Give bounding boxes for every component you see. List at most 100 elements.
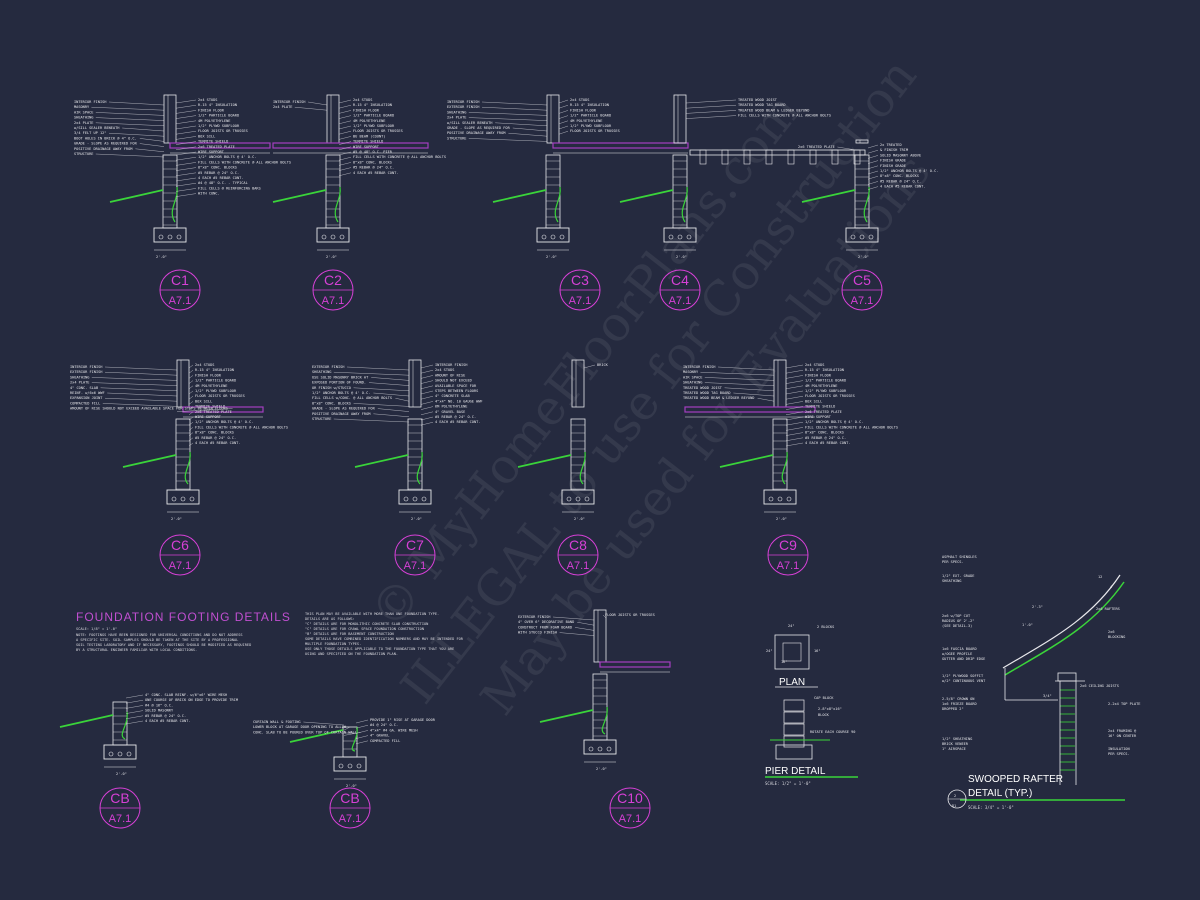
callout-label: EXPANSION JOINT: [70, 396, 103, 400]
callout-label: STEPS BETWEEN FLOORS: [435, 389, 478, 393]
callout-label: 1/2" PLYWD SUBFLOOR: [353, 124, 395, 128]
rebar-dot: [412, 496, 418, 502]
stud-wall: [176, 359, 190, 408]
leader-line: [481, 107, 548, 111]
callout-label: FLOOR JOISTS OR TRUSSES: [198, 129, 248, 133]
callout-label: TERMITE SHIELD: [198, 140, 228, 144]
rafter-label: ASPHALT SHINGLES: [942, 555, 977, 559]
rafter-dimension: 2'-3": [1032, 605, 1043, 609]
callout-label: FILL CELLS WITH CONCRETE @ ALL ANCHOR BO…: [738, 114, 831, 118]
dimension-text: 2'-0": [776, 517, 787, 521]
callout-label: R-15 4" INSULATION: [805, 368, 844, 372]
callout-label: STRUCTURE: [312, 417, 331, 421]
callout-label: FILL CELLS WITH CONCRETE @ ALL ANCHOR BO…: [195, 425, 288, 429]
stud-wall: [673, 94, 687, 144]
leader-line: [346, 366, 410, 371]
rebar-dot: [550, 234, 556, 240]
leader-line: [785, 427, 804, 431]
callout-label: FILL CELLS WITH CONCRETE @ ALL ANCHOR BO…: [353, 155, 446, 159]
leader-line: [685, 105, 737, 109]
callout-label: 3/4 FELT UP 12": [74, 131, 106, 135]
pier-plan-inner: [782, 642, 802, 662]
leader-line: [108, 133, 165, 137]
leader-line: [175, 131, 197, 135]
callout-label: AMOUNT OF RISE SHOULD NOT EXCEED AVAILAB…: [70, 407, 228, 411]
top-plate: [1057, 672, 1077, 682]
callout-label: #5 @ 48" O.C. PIER: [353, 150, 393, 154]
detail-id: CB: [110, 790, 129, 806]
leader-line: [139, 143, 165, 147]
detail-id: C7: [406, 537, 424, 553]
leader-line: [373, 413, 410, 417]
grade-line: [619, 189, 674, 203]
leader-line: [867, 181, 879, 185]
rafter-label: 1" AIRSPACE: [942, 747, 966, 751]
detail-sheet: A7.1: [339, 813, 362, 825]
leader-line: [785, 364, 804, 369]
grade-line: [354, 454, 409, 468]
callout-label: 2x4 STUDS: [353, 98, 372, 102]
rebar-dot: [575, 496, 581, 502]
rebar-dot: [768, 496, 774, 502]
leader-line: [175, 157, 197, 161]
leader-line: [867, 150, 879, 154]
callout-label: 1/2" ANCHOR BOLTS @ 4' O.C.: [880, 169, 938, 173]
detail-sheet: A7.1: [569, 295, 592, 307]
leader-line: [125, 720, 144, 725]
callout-label: AIR SPACE: [74, 110, 93, 114]
callout-label: #4 @ 48" O.C. - TYPICAL: [198, 181, 248, 185]
leader-line: [338, 120, 352, 124]
sheathing-curve: [1004, 581, 1125, 676]
leader-line: [175, 99, 197, 104]
dimension-text: 2'-0": [546, 255, 557, 259]
dimension-text: 2'-0": [116, 772, 127, 776]
callout-label: CURTAIN WALL & FOOTING: [253, 720, 301, 724]
rebar-dot: [588, 746, 594, 752]
leader-line: [785, 390, 804, 395]
leader-line: [175, 151, 197, 156]
leader-line: [420, 375, 434, 379]
rebar-dot: [786, 496, 792, 502]
callout-label: 1/2" PLYWD SUBFLOOR: [195, 389, 237, 393]
callout-label: 2x4 PLATE: [447, 116, 466, 120]
rafter-label: w/OGEE PROFILE: [942, 652, 972, 656]
foundation-notes-scale: SCALE: 1/8" = 1'-0": [76, 627, 117, 631]
leader-line: [104, 372, 178, 376]
leader-line: [704, 377, 775, 381]
leader-line: [420, 396, 434, 400]
callout-label: 4 EACH #5 REBAR CONT.: [145, 719, 190, 723]
pier-block: [783, 699, 805, 712]
callout-label: #4 @ 24" O.C.: [370, 723, 398, 727]
leader-line: [122, 127, 165, 132]
callout-label: #5 REBAR @ 24" O.C.: [145, 714, 186, 718]
deck-post: [787, 149, 795, 165]
callout-label: BOX SILL: [198, 134, 215, 138]
callout-label: 2x TREATED: [880, 143, 902, 147]
rebar-dot: [167, 234, 173, 240]
callout-label: 4" CONC. SLAB: [70, 386, 98, 390]
detail-sheet: A7.1: [169, 295, 192, 307]
pier-label: ROTATE EACH COURSE 90: [810, 730, 855, 734]
deck-post: [699, 149, 707, 165]
leader-line: [188, 375, 194, 379]
detail-sheet: A7.1: [619, 813, 642, 825]
callout-label: #5 REBAR @ 24" O.C.: [195, 436, 236, 440]
pier-dimension: 16": [781, 660, 788, 664]
leader-line: [91, 377, 178, 381]
leader-line: [785, 422, 804, 426]
callout-label: R-15 4" INSULATION: [198, 103, 237, 107]
callout-label: 1/2" PARTICLE BOARD: [195, 379, 236, 383]
grade-line: [272, 189, 327, 203]
detail-sheet: A7.1: [567, 560, 590, 572]
callout-label: FLOOR JOISTS OR TRUSSES: [195, 394, 245, 398]
stud-wall: [855, 139, 869, 144]
plan-note-line: USE ONLY THOSE DETAILS APPLICABLE TO THE…: [305, 647, 454, 651]
callout-label: FINISH FLOOR: [198, 108, 225, 112]
leader-line: [468, 117, 548, 121]
rebar: [416, 451, 423, 485]
leader-line: [176, 408, 233, 412]
leader-line: [867, 176, 879, 180]
footing: [536, 227, 570, 243]
dimension-text: 2'-0": [574, 517, 585, 521]
leader-line: [583, 364, 596, 369]
